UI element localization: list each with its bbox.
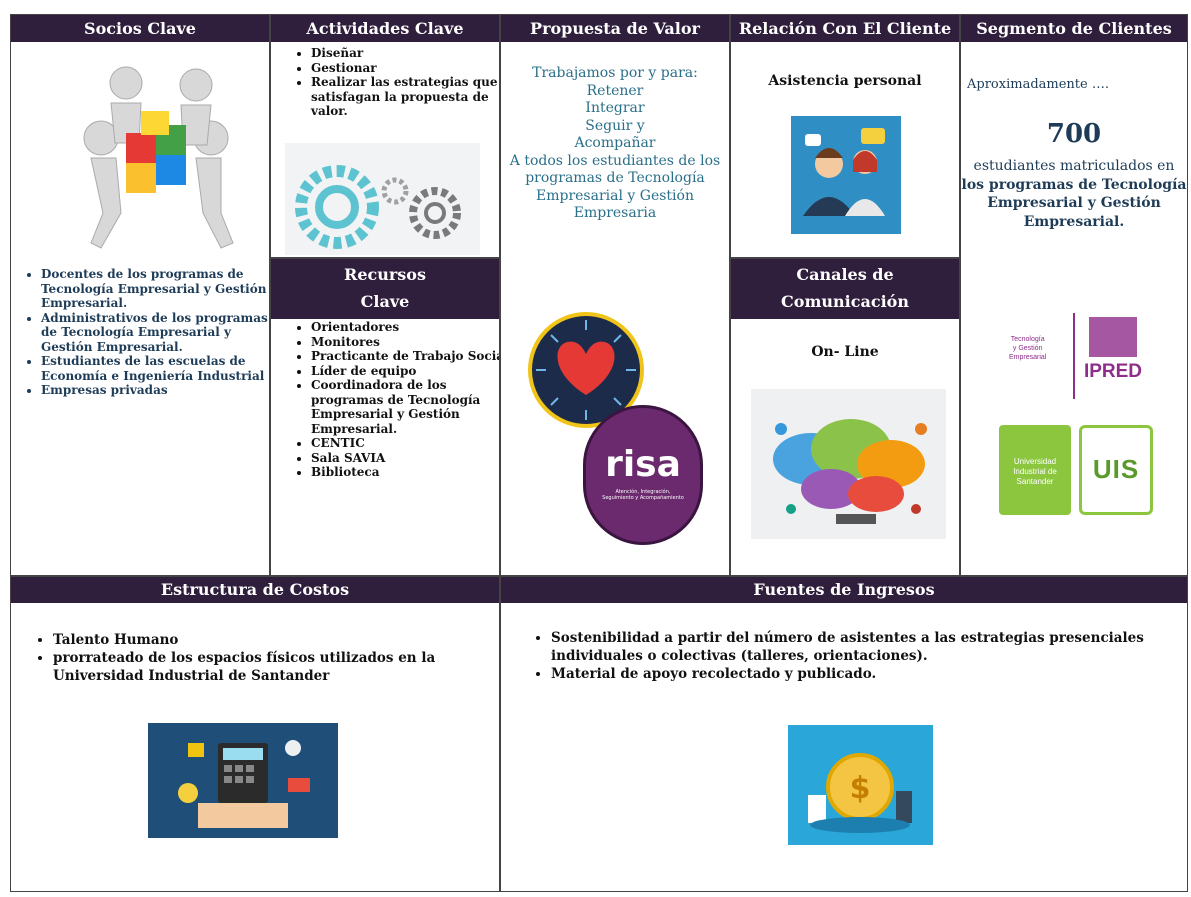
risa-logo: risa Atención, Integración, Seguimiento … — [583, 405, 703, 545]
propuesta-valor-title: Propuesta de Valor — [501, 15, 729, 42]
gears-icon — [285, 143, 480, 255]
business-model-canvas: Socios Clave Docentes de los programas d… — [10, 14, 1188, 892]
propuesta-valor-text: Trabajamos por y para: Retener Integrar … — [501, 65, 729, 223]
segmento-clientes-title: Segmento de Clientes — [961, 15, 1187, 42]
propuesta-line: programas de Tecnología — [525, 170, 705, 186]
canales-comunicacion-text: On- Line — [811, 344, 879, 360]
list-item: Sala SAVIA — [311, 451, 499, 466]
canales-comunicacion-block: Canales de Comunicación On- Line — [730, 258, 960, 576]
list-item: Material de apoyo recolectado y publicad… — [551, 665, 1187, 683]
list-item: Monitores — [311, 335, 499, 350]
segmento-desc-line: estudiantes matriculados en — [973, 158, 1175, 174]
segmento-desc-line: los programas de Tecnología — [961, 176, 1187, 193]
segmento-intro: Aproximadamente …. — [967, 77, 1109, 92]
list-item: Sostenibilidad a partir del número de as… — [551, 629, 1187, 665]
uis-logo-text: UIS — [1092, 454, 1140, 484]
ipred-logo: IPRED — [1073, 313, 1151, 399]
canales-title-line2: Comunicación — [781, 292, 909, 311]
socios-clave-title: Socios Clave — [11, 15, 269, 42]
list-item: Realizar las estrategias que satisfagan … — [311, 75, 499, 119]
actividades-clave-list: Diseñar Gestionar Realizar las estrategi… — [293, 46, 499, 119]
list-item: Coordinadora de los programas de Tecnolo… — [311, 378, 499, 436]
propuesta-line: Seguir y — [585, 117, 645, 134]
universidad-logo: Universidad Industrial de Santander — [999, 425, 1071, 515]
segmento-desc-line: Empresarial y Gestión — [987, 195, 1161, 211]
relacion-cliente-title: Relación Con El Cliente — [731, 15, 959, 42]
fuentes-ingresos-title: Fuentes de Ingresos — [501, 577, 1187, 603]
propuesta-line: A todos los estudiantes de los — [509, 152, 721, 169]
ipred-logo-text: IPRED — [1083, 361, 1143, 382]
propuesta-line: Acompañar — [574, 135, 656, 151]
tecnologia-gestion-logo: Tecnología y Gestión Empresarial — [1009, 335, 1046, 362]
support-people-icon — [791, 116, 901, 234]
list-item: CENTIC — [311, 436, 499, 451]
calculator-money-icon — [148, 723, 338, 838]
heart-icon — [528, 312, 644, 428]
segmento-number: 700 — [1046, 119, 1102, 149]
propuesta-line: Retener — [586, 82, 644, 99]
propuesta-line: Empresarial y Gestión — [536, 187, 694, 204]
recursos-clave-block: Recursos Clave Orientadores Monitores Pr… — [270, 258, 500, 576]
segmento-desc: estudiantes matriculados en los programa… — [961, 157, 1187, 231]
fuentes-ingresos-block: Fuentes de Ingresos Sostenibilidad a par… — [500, 576, 1188, 892]
risa-logo-subtitle: Atención, Integración, Seguimiento y Aco… — [602, 489, 684, 501]
socios-clave-list: Docentes de los programas de Tecnología … — [23, 267, 269, 398]
recursos-clave-list: Orientadores Monitores Practicante de Tr… — [293, 320, 499, 480]
list-item: Empresas privadas — [41, 383, 269, 398]
list-item: Estudiantes de las escuelas de Economía … — [41, 354, 269, 383]
puzzle-people-icon — [83, 66, 234, 249]
propuesta-line: Empresaria — [573, 205, 657, 221]
estructura-costos-block: Estructura de Costos Talento Humano pror… — [10, 576, 500, 892]
list-item: Líder de equipo — [311, 364, 499, 379]
logo-text-line: y Gestión — [1012, 345, 1043, 352]
recursos-title-line2: Clave — [360, 292, 410, 311]
svg-text:$: $ — [850, 771, 871, 806]
socios-clave-block: Socios Clave Docentes de los programas d… — [10, 14, 270, 576]
segmento-clientes-block: Segmento de Clientes Aproximadamente …. … — [960, 14, 1188, 576]
fuentes-ingresos-list: Sostenibilidad a partir del número de as… — [533, 629, 1187, 683]
propuesta-line: Trabajamos por y para: — [532, 65, 698, 81]
canales-comunicacion-title: Canales de Comunicación — [731, 259, 959, 319]
actividades-clave-title: Actividades Clave — [271, 15, 499, 42]
logo-text-line: Santander — [1016, 477, 1054, 486]
estructura-costos-list: Talento Humano prorrateado de los espaci… — [35, 631, 493, 685]
logo-text-line: Universidad — [1013, 457, 1057, 466]
coin-dollar-icon: $ — [788, 725, 933, 845]
list-item: Practicante de Trabajo Social — [311, 349, 499, 364]
estructura-costos-title: Estructura de Costos — [11, 577, 499, 603]
ipred-mark-icon — [1089, 317, 1137, 357]
segmento-desc-line: Empresarial. — [1023, 213, 1125, 230]
list-item: prorrateado de los espacios físicos util… — [53, 649, 493, 685]
logo-text-line: Tecnología — [1010, 336, 1045, 343]
list-item: Biblioteca — [311, 465, 499, 480]
relacion-cliente-text: Asistencia personal — [768, 73, 922, 89]
list-item: Docentes de los programas de Tecnología … — [41, 267, 269, 311]
recursos-title-line1: Recursos — [344, 265, 426, 284]
list-item: Administrativos de los programas de Tecn… — [41, 311, 269, 355]
list-item: Diseñar — [311, 46, 499, 61]
logo-text-line: Industrial de — [1013, 467, 1057, 476]
canales-title-line1: Canales de — [796, 265, 894, 284]
propuesta-line: Integrar — [585, 100, 645, 116]
actividades-clave-block: Actividades Clave Diseñar Gestionar Real… — [270, 14, 500, 258]
logo-text-line: Empresarial — [1009, 354, 1047, 361]
recursos-clave-title: Recursos Clave — [271, 259, 499, 319]
list-item: Gestionar — [311, 61, 499, 76]
risa-logo-text: risa — [605, 444, 681, 485]
list-item: Orientadores — [311, 320, 499, 335]
uis-logo: UIS — [1079, 425, 1153, 515]
relacion-cliente-block: Relación Con El Cliente Asistencia perso… — [730, 14, 960, 258]
list-item: Talento Humano — [53, 631, 493, 649]
cloud-network-icon — [751, 389, 946, 539]
propuesta-valor-block: Propuesta de Valor Trabajamos por y para… — [500, 14, 730, 576]
